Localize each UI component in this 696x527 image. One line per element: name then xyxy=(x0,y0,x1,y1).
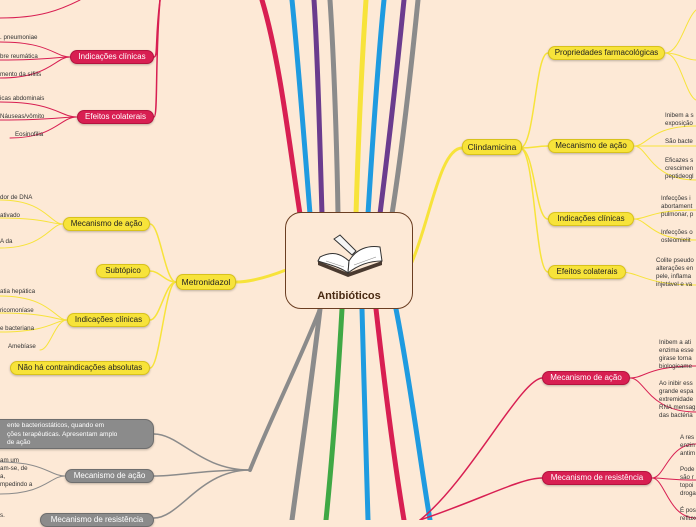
text-leaf: am um xyxy=(0,457,19,464)
node-propriedades[interactable]: Propriedades farmacológicas xyxy=(548,46,665,60)
text-leaf: das bactéria xyxy=(659,412,693,419)
label: Indicações clínicas xyxy=(78,52,146,61)
text-leaf: mpedindo a xyxy=(0,481,33,488)
label: Indicações clínicas xyxy=(557,214,625,223)
label: Indicações clínicas xyxy=(74,315,143,324)
node-indicacoes-clinda[interactable]: Indicações clínicas xyxy=(548,212,634,226)
text-leaf: abortament xyxy=(661,203,693,210)
text-leaf: enzin xyxy=(680,442,695,449)
label: Subtópico xyxy=(105,266,141,275)
label: Propriedades farmacológicas xyxy=(554,48,659,57)
node-contraindicacoes[interactable]: Não há contraindicações absolutas xyxy=(10,361,150,375)
text-leaf: Inibem a s xyxy=(665,112,694,119)
node-mecanismo-clinda[interactable]: Mecanismo de ação xyxy=(548,139,634,153)
text-leaf: injetável e va xyxy=(656,281,693,288)
text-leaf: são r xyxy=(680,474,694,481)
node-efeitos-clinda[interactable]: Efeitos colaterais xyxy=(548,265,626,279)
node-mecanismo-red[interactable]: Mecanismo de ação xyxy=(542,371,630,385)
text-leaf: Ao inibir ess xyxy=(659,380,693,387)
label: Efeitos colaterais xyxy=(556,267,618,276)
text-leaf: pele, inflama xyxy=(656,273,692,280)
text-leaf: am-se, de xyxy=(0,465,28,472)
text-leaf: Infecções o xyxy=(661,229,693,236)
text-leaf: alterações en xyxy=(656,265,694,272)
label: Mecanismo de ação xyxy=(73,471,146,480)
label: Não há contraindicações absolutas xyxy=(17,363,143,372)
text-leaf: pulmonar, p xyxy=(661,211,694,218)
open-book-icon xyxy=(317,234,383,277)
label: Mecanismo de ação xyxy=(70,219,143,228)
text-leaf: s. xyxy=(0,512,5,519)
text-leaf: Eosinofilia xyxy=(15,131,44,138)
node-clindamicina[interactable]: Clindamicina xyxy=(462,139,522,155)
node-efeitos-top[interactable]: Efeitos colaterais xyxy=(77,110,154,124)
node-resistencia-gray[interactable]: Mecanismo de resistência xyxy=(40,513,154,527)
text-leaf: São bacte xyxy=(665,138,693,145)
node-metronidazol[interactable]: Metronidazol xyxy=(176,274,236,290)
text-leaf: Eficazes s xyxy=(665,157,694,164)
text-leaf: RNA mensag xyxy=(659,404,696,411)
label: Clindamicina xyxy=(467,142,517,152)
text-leaf: peptideogl xyxy=(665,173,694,180)
node-resistencia-red[interactable]: Mecanismo de resistência xyxy=(542,471,652,485)
text-leaf: mento da sífilis xyxy=(0,71,42,78)
text-leaf: e bacteriana xyxy=(0,325,35,332)
text-leaf: Infecções i xyxy=(661,195,691,202)
text-leaf: A da xyxy=(0,238,13,245)
center-node[interactable]: Antibióticos xyxy=(285,212,413,309)
text-leaf: bre reumática xyxy=(0,53,38,60)
text-leaf: A res xyxy=(680,434,695,441)
node-mecanismo-metro[interactable]: Mecanismo de ação xyxy=(63,217,150,231)
node-summary[interactable]: ente bacteriostáticos, quando em ções te… xyxy=(0,419,154,449)
text-leaf: enzima esse xyxy=(659,347,694,354)
text-leaf: Inibem a ati xyxy=(659,339,691,346)
node-mecanismo-gray[interactable]: Mecanismo de ação xyxy=(65,469,154,483)
text-leaf: Colite pseudo xyxy=(656,257,694,264)
label: Mecanismo de ação xyxy=(555,141,627,150)
text-leaf: a, xyxy=(0,473,6,480)
text-leaf: . pneumoniae xyxy=(0,34,38,41)
text-leaf: biologicame xyxy=(659,363,693,370)
summary-line: ções terapêuticas. Apresentam amplo xyxy=(7,430,118,438)
text-leaf: ativado xyxy=(0,212,20,219)
text-leaf: É pos xyxy=(680,507,696,514)
text-leaf: Pode xyxy=(680,466,695,473)
text-leaf: ricomoníase xyxy=(0,307,34,314)
text-leaf: Náuseas/vômito xyxy=(0,113,45,120)
label: Metronidazol xyxy=(181,277,231,287)
label: Mecanismo de ação xyxy=(550,373,622,382)
text-leaf: girase torna xyxy=(659,355,692,362)
center-title: Antibióticos xyxy=(317,290,381,302)
text-leaf: refluxo xyxy=(680,515,696,522)
text-leaf: antim xyxy=(680,450,696,457)
label: Mecanismo de resistência xyxy=(550,473,644,482)
text-leaf: droga xyxy=(680,490,696,497)
text-leaf: osteomielit xyxy=(661,237,691,244)
summary-line: ente bacteriostáticos, quando em xyxy=(7,422,105,429)
text-leaf: grande espa xyxy=(659,388,694,395)
text-leaf: extremidade xyxy=(659,396,694,403)
node-indicacoes-metro[interactable]: Indicações clínicas xyxy=(67,313,150,327)
label: Efeitos colaterais xyxy=(85,112,146,121)
text-leaf: icas abdominais xyxy=(0,95,45,102)
text-leaf: crescimen xyxy=(665,165,694,172)
text-leaf: exposição xyxy=(665,120,693,127)
text-leaf: topoi xyxy=(680,482,694,489)
text-leaf: Amebíase xyxy=(8,343,36,350)
node-subtopico[interactable]: Subtópico xyxy=(96,264,150,278)
text-leaf: dor de DNA xyxy=(0,194,33,201)
text-leaf: atia hepática xyxy=(0,288,36,295)
node-indicacoes-top[interactable]: Indicações clínicas xyxy=(70,50,154,64)
summary-line: de ação xyxy=(7,439,31,447)
